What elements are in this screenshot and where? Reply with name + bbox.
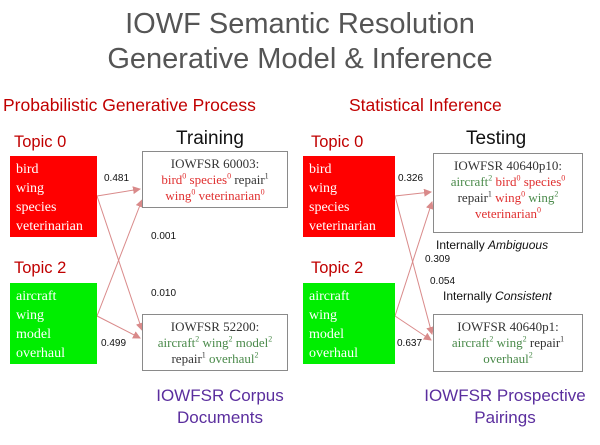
- doc-word: wing2: [496, 334, 527, 350]
- edge-label: 0.326: [398, 173, 424, 184]
- arrow-left-topic2-doc1: [96, 199, 144, 317]
- doc-title: IOWFSR 60003:: [170, 156, 260, 171]
- doc-title: IOWFSR 40640p1:: [457, 319, 559, 334]
- arrow-right-topic0-doc1: [394, 188, 432, 197]
- arrow-left-topic0-doc2: [96, 195, 144, 331]
- topic-word: model: [16, 327, 51, 342]
- right-topic2-label: Topic 2: [311, 259, 364, 277]
- note-internally-consistent: Internally Consistent: [443, 289, 552, 303]
- topic-word: species: [309, 200, 350, 215]
- arrow-right-topic0-doc2: [394, 195, 435, 335]
- topic-word: wing: [309, 181, 337, 196]
- right-footer: IOWFSR Prospective Pairings: [424, 386, 586, 427]
- doc-word: veterinarian0: [474, 205, 542, 221]
- doc-title: IOWFSR 52200:: [170, 319, 260, 334]
- topic-word: overhaul: [16, 346, 65, 361]
- topic-word: bird: [16, 162, 39, 177]
- slide-title-line1: IOWF Semantic Resolution: [125, 8, 475, 40]
- topic-word: aircraft: [16, 289, 57, 304]
- topic-word: aircraft: [309, 289, 350, 304]
- right-topic2-box: aircraft wing model overhaul: [303, 283, 395, 364]
- edge-label: 0.637: [397, 338, 423, 349]
- topic-word: overhaul: [309, 346, 358, 361]
- doc-word: repair1: [171, 350, 206, 366]
- doc-word: bird0: [161, 171, 187, 187]
- doc-word: veterinarian0: [198, 187, 265, 203]
- doc-word: aircraft2: [157, 334, 200, 350]
- right-subheading: Testing: [466, 128, 527, 149]
- doc-word: model2: [235, 334, 273, 350]
- right-doc1-box: IOWFSR 40640p10: aircraft2 bird0 species…: [433, 153, 583, 233]
- doc-word: overhaul2: [209, 350, 259, 366]
- left-topic0-label: Topic 0: [14, 133, 67, 151]
- topic-word: wing: [309, 308, 337, 323]
- right-heading: Statistical Inference: [349, 95, 502, 115]
- topic-word: wing: [16, 308, 44, 323]
- left-subheading: Training: [176, 128, 244, 149]
- doc-word: species0: [189, 171, 232, 187]
- doc-word: overhaul2: [483, 350, 533, 366]
- arrow-left-topic0-doc1: [96, 186, 141, 197]
- doc-word: aircraft2: [451, 334, 494, 350]
- note-internally-ambiguous: Internally Ambiguous: [436, 238, 549, 252]
- left-topic2-box: aircraft wing model overhaul: [10, 283, 97, 364]
- doc-word: wing2: [202, 334, 233, 350]
- topic-word: model: [309, 327, 344, 342]
- topic-word: veterinarian: [16, 219, 83, 234]
- arrow-left-topic2-doc2: [96, 315, 141, 339]
- doc-word: wing0: [165, 187, 196, 203]
- doc-title: IOWFSR 40640p10:: [454, 158, 562, 173]
- arrow-right-topic2-doc1: [394, 201, 434, 317]
- left-topic2-label: Topic 2: [14, 259, 67, 277]
- edge-label: 0.001: [151, 231, 177, 242]
- left-doc1-box: IOWFSR 60003: bird0 species0 repair1 win…: [142, 151, 288, 208]
- doc-word: bird0: [495, 173, 521, 189]
- doc-word: repair1: [234, 171, 269, 187]
- topic-word: bird: [309, 162, 332, 177]
- edge-label: 0.481: [104, 173, 130, 184]
- right-topic0-label: Topic 0: [311, 133, 364, 151]
- topic-word: wing: [16, 181, 44, 196]
- left-heading: Probabilistic Generative Process: [3, 95, 256, 115]
- topic-word: species: [16, 200, 57, 215]
- left-doc2-box: IOWFSR 52200: aircraft2 wing2 model2 rep…: [142, 314, 288, 371]
- doc-word: aircraft2: [450, 173, 493, 189]
- right-doc2-box: IOWFSR 40640p1: aircraft2 wing2 repair1 …: [433, 314, 583, 372]
- edge-label: 0.010: [151, 288, 177, 299]
- right-topic0-box: bird wing species veterinarian: [303, 156, 395, 237]
- doc-word: species0: [523, 173, 566, 189]
- doc-word: wing0: [495, 189, 526, 205]
- slide-title-line2: Generative Model & Inference: [107, 43, 493, 75]
- left-topic0-box: bird wing species veterinarian: [10, 156, 97, 237]
- topic-word: veterinarian: [309, 219, 376, 234]
- left-footer: IOWFSR Corpus Documents: [156, 386, 284, 427]
- doc-word: repair1: [529, 334, 565, 350]
- doc-word: repair1: [457, 189, 492, 205]
- edge-label: 0.054: [430, 276, 456, 287]
- doc-word: wing2: [528, 189, 559, 205]
- arrow-right-topic2-doc2: [394, 315, 432, 341]
- edge-label: 0.499: [101, 338, 127, 349]
- edge-label: 0.309: [425, 254, 451, 265]
